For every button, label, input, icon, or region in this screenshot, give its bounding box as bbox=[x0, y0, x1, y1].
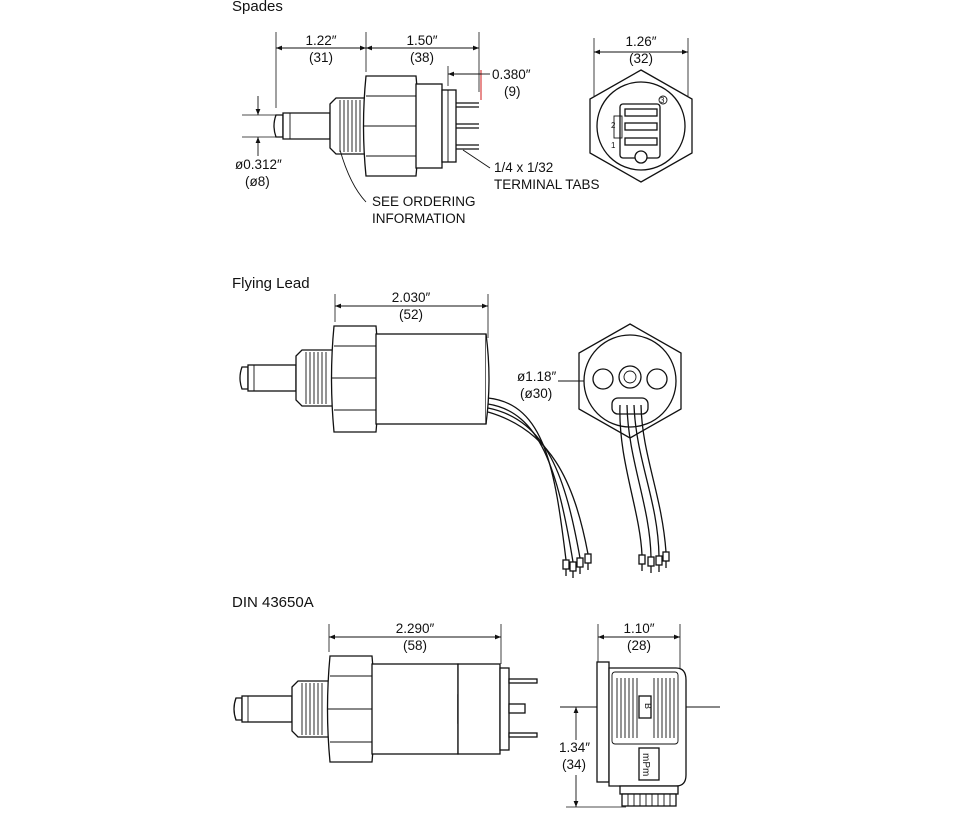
label-ordering-2: INFORMATION bbox=[372, 211, 466, 226]
dim-din-height-mm: (34) bbox=[562, 757, 586, 772]
pin-label-2: 2 bbox=[611, 121, 616, 130]
dim-flying-dia-mm: (ø30) bbox=[520, 386, 552, 401]
dim-spades-d-mm: (32) bbox=[629, 51, 653, 66]
label-tabs-1: 1/4 x 1/32 bbox=[494, 160, 553, 175]
dim-spades-b-mm: (38) bbox=[410, 50, 434, 65]
dim-flying-len-in: 2.030″ bbox=[392, 290, 431, 305]
dim-flying-dia-in: ø1.18″ bbox=[517, 369, 557, 384]
section-title-flying-lead: Flying Lead bbox=[232, 275, 310, 292]
dim-din-width-in: 1.10″ bbox=[623, 621, 654, 636]
label-tabs-2: TERMINAL TABS bbox=[494, 177, 600, 192]
pin-label-3: 3 bbox=[660, 96, 665, 105]
flying-lead-end-view bbox=[558, 323, 682, 573]
dim-din-height-in: 1.34″ bbox=[559, 740, 590, 755]
dim-flying-len-mm: (52) bbox=[399, 307, 423, 322]
dim-spades-b-in: 1.50″ bbox=[406, 33, 437, 48]
section-title-din: DIN 43650A bbox=[232, 594, 314, 611]
dim-spades-dia-mm: (ø8) bbox=[245, 174, 270, 189]
dim-spades-c-mm: (9) bbox=[504, 84, 521, 99]
dim-spades-a-mm: (31) bbox=[309, 50, 333, 65]
din-connector-view bbox=[560, 624, 720, 808]
flying-lead-side-view bbox=[239, 294, 592, 578]
dim-spades-d-in: 1.26″ bbox=[625, 34, 656, 49]
connector-logo: mPm bbox=[640, 753, 651, 776]
spades-end-view bbox=[589, 38, 693, 183]
dim-din-len-in: 2.290″ bbox=[396, 621, 435, 636]
dim-spades-dia-in: ø0.312″ bbox=[235, 157, 282, 172]
dim-din-len-mm: (58) bbox=[403, 638, 427, 653]
section-title-spades: Spades bbox=[232, 0, 283, 15]
dim-din-width-mm: (28) bbox=[627, 638, 651, 653]
din-side-view bbox=[233, 624, 538, 763]
dim-spades-c-in: 0.380″ bbox=[492, 67, 531, 82]
pin-label-1: 1 bbox=[611, 141, 616, 150]
connector-cap-letter: B bbox=[643, 703, 653, 709]
spades-side-view bbox=[242, 32, 491, 203]
label-ordering-1: SEE ORDERING bbox=[372, 194, 476, 209]
dim-spades-a-in: 1.22″ bbox=[305, 33, 336, 48]
